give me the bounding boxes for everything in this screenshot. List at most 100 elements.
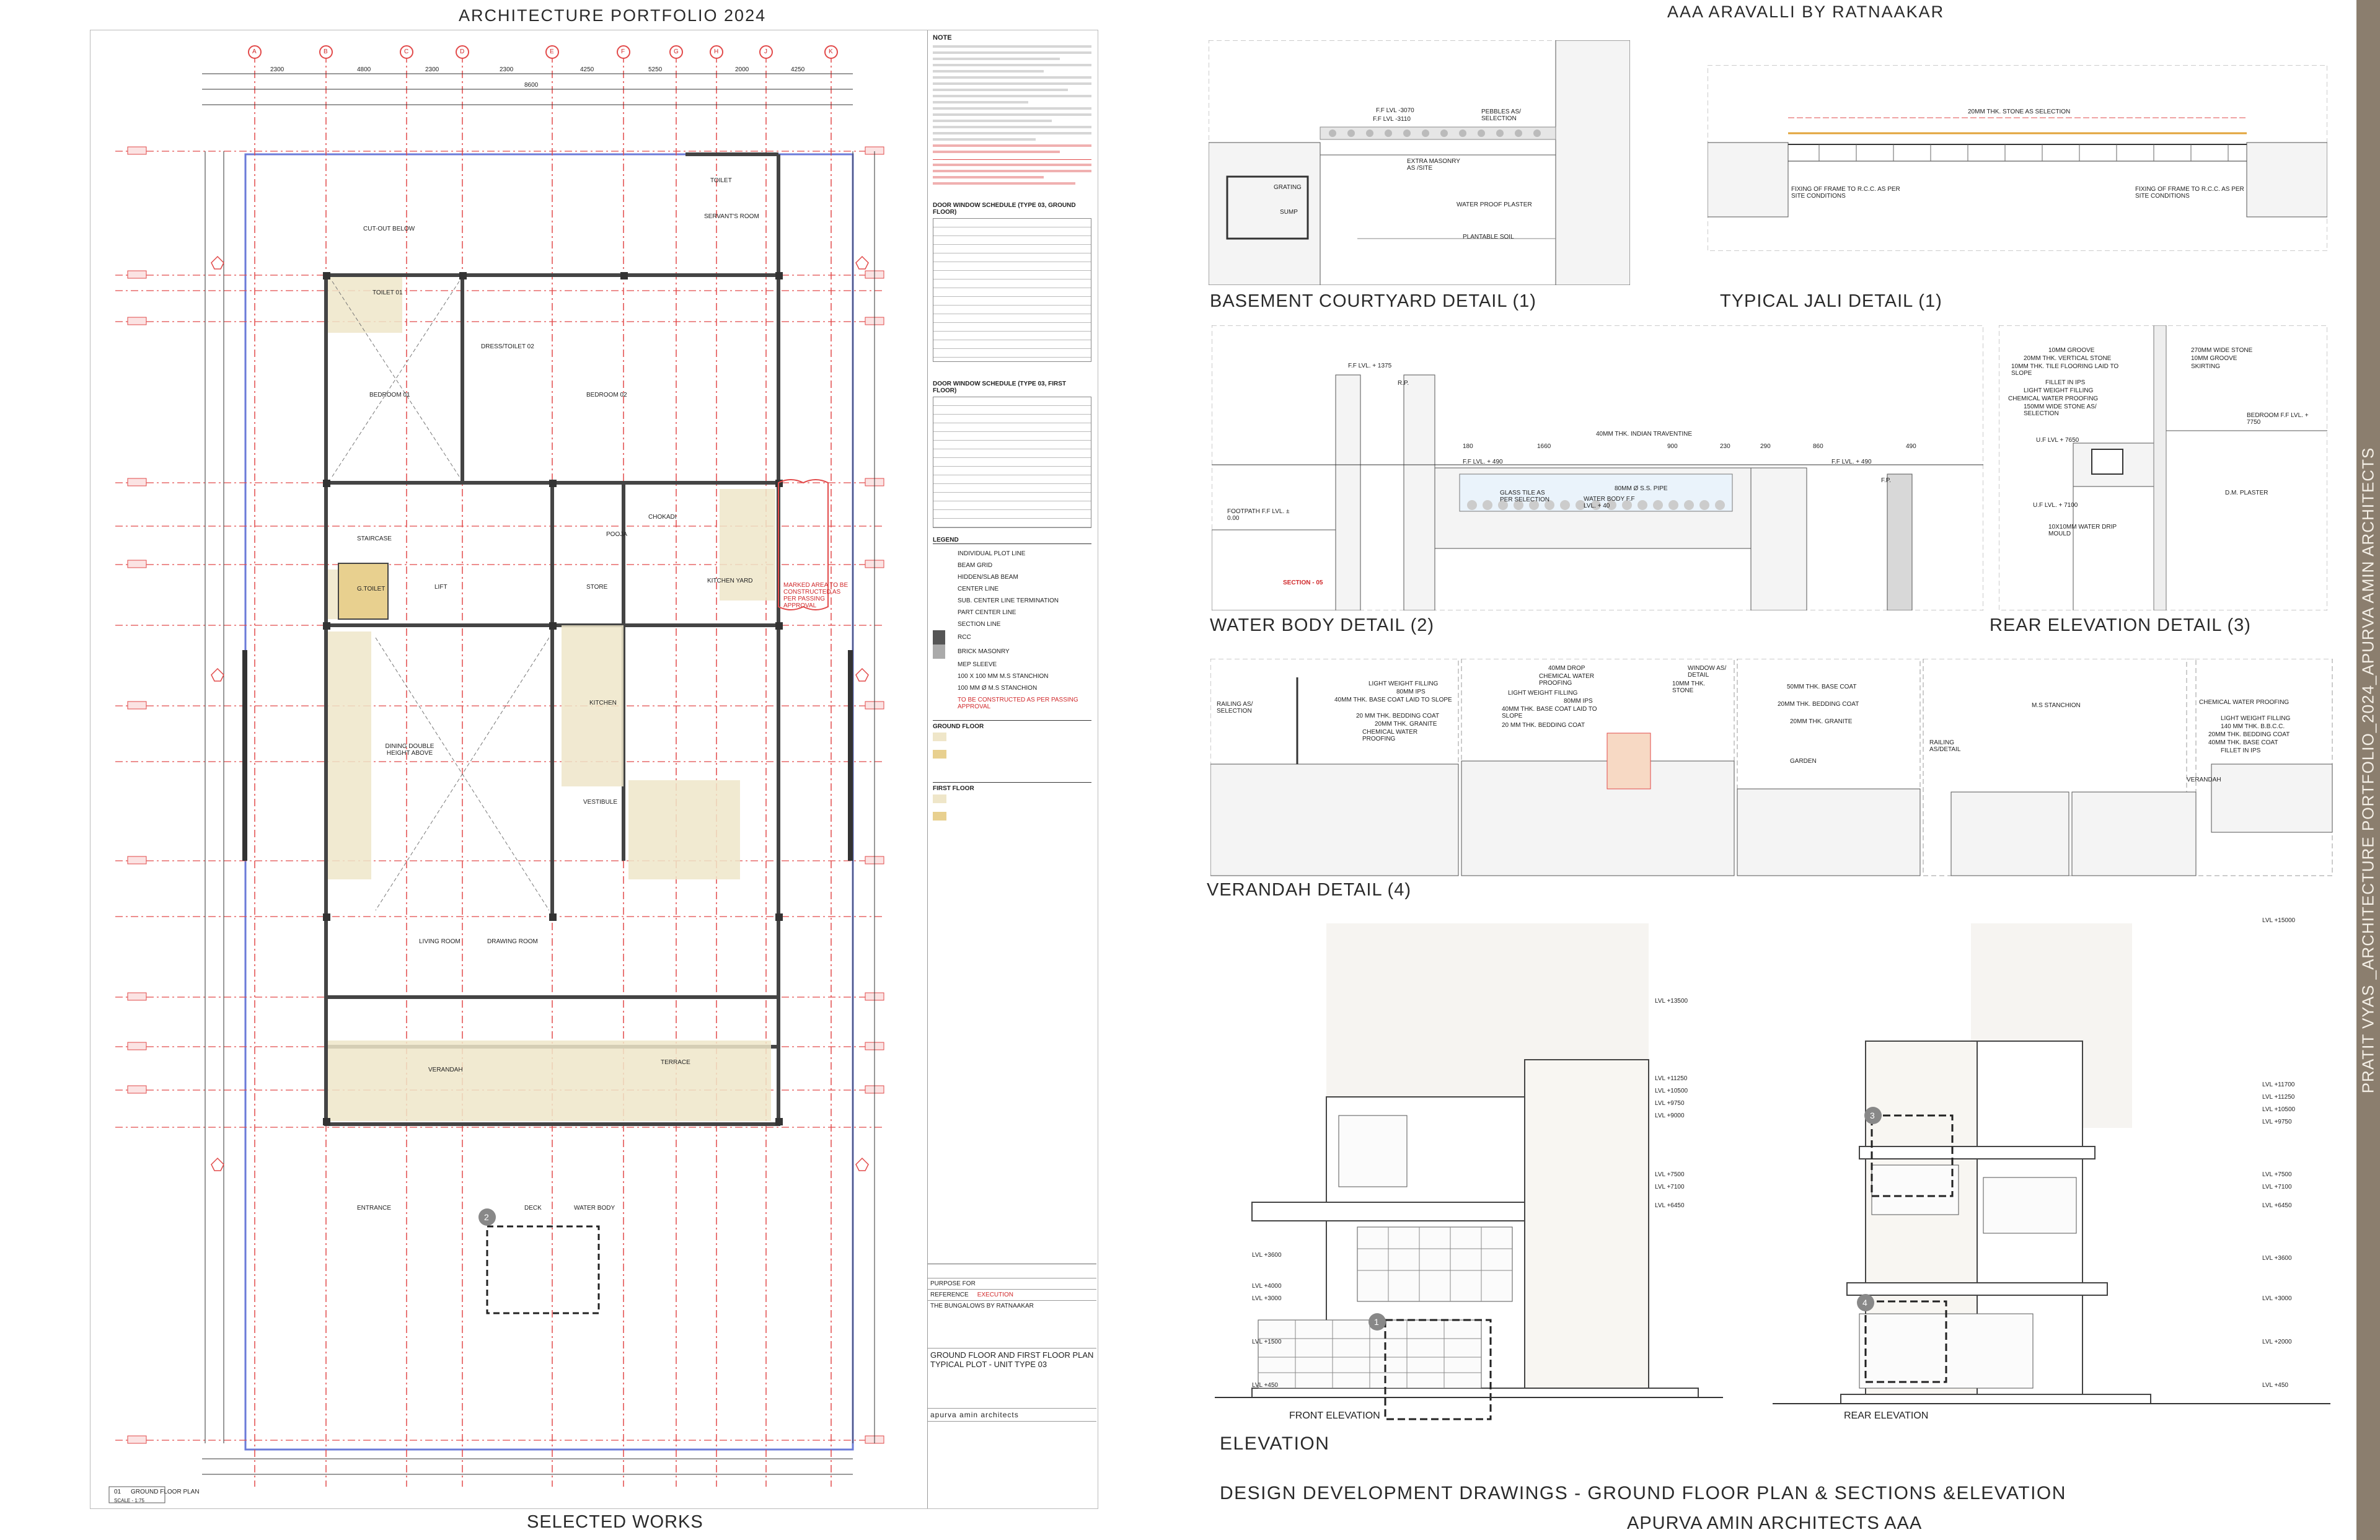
- verandah-detail: RAILING AS/ SELECTION LIGHT WEIGHT FILLI…: [1210, 658, 2335, 877]
- ground-floor-heading: GROUND FLOOR: [933, 720, 1091, 730]
- detail-label: F.P.: [1881, 477, 1891, 484]
- elevation-svg: 1 3 4: [1215, 923, 2330, 1420]
- side-band-text: PRATIT VYAS _ARCHITECTURE PORTFOLIO_2024…: [2358, 447, 2378, 1093]
- grid-label: K: [829, 48, 833, 55]
- side-band: PRATIT VYAS _ARCHITECTURE PORTFOLIO_2024…: [2356, 0, 2380, 1540]
- detail-label: 20MM THK. BEDDING COAT: [2208, 731, 2290, 738]
- level-label: LVL +3000: [1252, 1295, 1282, 1302]
- room-label: BEDROOM 02: [586, 392, 627, 398]
- detail-label: 10X10MM WATER DRIP MOULD: [2048, 524, 2117, 537]
- level-label: LVL +10500: [2262, 1106, 2296, 1113]
- legend-item: 100 MM Ø M.S STANCHION: [958, 685, 1038, 692]
- svg-text:2: 2: [484, 1212, 489, 1222]
- legend-item: SUB. CENTER LINE TERMINATION: [958, 597, 1059, 604]
- room-label: LIFT: [434, 584, 447, 591]
- room-label: DECK: [524, 1205, 542, 1212]
- detail-label: F.F LVL -3110: [1373, 116, 1411, 123]
- grid-label: H: [714, 48, 719, 55]
- drawing-title: GROUND FLOOR AND FIRST FLOOR PLAN TYPICA…: [928, 1349, 1096, 1409]
- dimension: 4800: [357, 66, 371, 73]
- room-label: BEDROOM 01: [369, 392, 410, 398]
- room-label: STORE: [586, 584, 608, 591]
- legend-item: TO BE CONSTRUCTED AS PER PASSING APPROVA…: [958, 697, 1078, 710]
- level-label: LVL +6450: [2262, 1202, 2292, 1209]
- dimension: 2300: [500, 66, 514, 73]
- legend-item: RCC: [933, 630, 1091, 645]
- room-label: LIVING ROOM: [419, 938, 461, 945]
- detail-label: 10MM THK. TILE FLOORING LAID TO SLOPE: [2011, 363, 2119, 377]
- detail-label: PLANTABLE SOIL: [1463, 234, 1514, 240]
- grid-label: F: [621, 48, 625, 55]
- level-label: LVL +7100: [1655, 1184, 1685, 1190]
- room-label: STAIRCASE: [357, 535, 392, 542]
- dimension: 5250: [648, 66, 663, 73]
- dimension: 180: [1463, 443, 1473, 450]
- detail-label: BEDROOM F.F LVL. + 7750: [2247, 412, 2309, 426]
- detail-label: 20MM THK. VERTICAL STONE: [2024, 355, 2112, 362]
- verandah-detail-drawing: [1210, 658, 2333, 876]
- section-tag: SECTION - 05: [1283, 579, 1323, 586]
- firm-name-small: apurva amin architects: [928, 1409, 1096, 1422]
- dimension: 900: [1667, 443, 1678, 450]
- legend-item: 100 X 100 MM M.S STANCHION: [958, 673, 1049, 680]
- level-label: LVL +9750: [1655, 1100, 1685, 1107]
- room-label: DRAWING ROOM: [487, 938, 538, 945]
- detail-label: 40MM DROP: [1548, 665, 1585, 672]
- room-label: CUT-OUT BELOW: [363, 226, 415, 232]
- callout-1: 1: [1374, 1317, 1379, 1327]
- legend-item: MEP SLEEVE: [958, 661, 997, 668]
- dimension: 1660: [1537, 443, 1551, 450]
- detail-label: GARDEN: [1790, 758, 1817, 765]
- detail-label: 20 MM THK. BEDDING COAT: [1502, 722, 1585, 729]
- rear-elevation-detail-drawing: [1998, 325, 2328, 611]
- level-label: LVL +3600: [2262, 1255, 2292, 1262]
- schedule-title-2: DOOR WINDOW SCHEDULE (TYPE 03, FIRST FLO…: [933, 381, 1067, 394]
- purpose-label: PURPOSE FOR: [930, 1280, 976, 1287]
- left-page-title: ARCHITECTURE PORTFOLIO 2024: [459, 6, 767, 25]
- water-body-caption: WATER BODY DETAIL (2): [1210, 615, 1435, 635]
- detail-label: FIXING OF FRAME TO R.C.C. AS PER SITE CO…: [2135, 186, 2244, 200]
- level-label: LVL +7500: [2262, 1171, 2292, 1178]
- dimension: 4250: [791, 66, 805, 73]
- level-label: LVL +11250: [1655, 1075, 1688, 1082]
- detail-label: 80MM Ø S.S. PIPE: [1615, 485, 1668, 492]
- detail-label: CHEMICAL WATER PROOFING: [1362, 729, 1418, 742]
- dimension: 8600: [524, 82, 539, 89]
- detail-label: 80MM IPS: [1396, 689, 1426, 695]
- room-label: TOILET: [710, 177, 732, 184]
- detail-label: LIGHT WEIGHT FILLING: [2221, 715, 2291, 722]
- front-elevation-label: FRONT ELEVATION: [1289, 1410, 1380, 1421]
- detail-label: FILLET IN IPS: [2045, 379, 2086, 386]
- legend-heading: LEGEND: [933, 537, 1091, 544]
- first-floor-heading: FIRST FLOOR: [933, 782, 1091, 792]
- detail-label: CHEMICAL WATER PROOFING: [1539, 673, 1595, 687]
- plan-number: 01: [114, 1489, 121, 1495]
- detail-label: FILLET IN IPS: [2221, 747, 2261, 754]
- dimension: 490: [1906, 443, 1916, 450]
- room-label: KITCHEN YARD: [707, 578, 753, 584]
- level-label: LVL +3000: [2262, 1295, 2292, 1302]
- elevations-drawing: 1 3 4 LVL +13500 LVL +11250 LVL +10500 L…: [1215, 911, 2330, 1432]
- notes-text-block: [933, 45, 1091, 153]
- grid-label: G: [674, 48, 679, 55]
- basement-courtyard-detail: F.F LVL -3070 F.F LVL -3110 PEBBLES AS/ …: [1208, 40, 1631, 286]
- detail-label: 40MM THK. BASE COAT LAID TO SLOPE: [1502, 706, 1597, 719]
- level-label: LVL +15000: [2262, 917, 2296, 924]
- detail-label: FIXING OF FRAME TO R.C.C. AS PER SITE CO…: [1791, 186, 1900, 200]
- detail-label: 20MM THK. BEDDING COAT: [1778, 701, 1859, 708]
- legend-list: INDIVIDUAL PLOT LINE BEAM GRID HIDDEN/SL…: [933, 548, 1091, 713]
- room-label: VERANDAH: [428, 1067, 463, 1073]
- rear-elevation-label: REAR ELEVATION: [1844, 1410, 1929, 1421]
- detail-label: F.F LVL -3070: [1376, 107, 1414, 114]
- detail-label: RAILING AS/DETAIL: [1929, 739, 1961, 753]
- detail-label: 10MM GROOVE: [2048, 347, 2095, 354]
- room-label: DINING DOUBLE HEIGHT ABOVE: [385, 743, 434, 757]
- detail-label: RAILING AS/ SELECTION: [1217, 701, 1253, 715]
- room-label: DRESS/TOILET 02: [481, 343, 534, 350]
- detail-label: LIGHT WEIGHT FILLING: [1508, 690, 1578, 697]
- detail-label: CHEMICAL WATER PROOFING: [2199, 699, 2290, 706]
- room-label: POOJA: [606, 531, 627, 538]
- detail-label: D.M. PLASTER: [2225, 490, 2268, 496]
- legend-item: HIDDEN/SLAB BEAM: [958, 574, 1018, 581]
- legend-item: CENTER LINE: [958, 586, 999, 592]
